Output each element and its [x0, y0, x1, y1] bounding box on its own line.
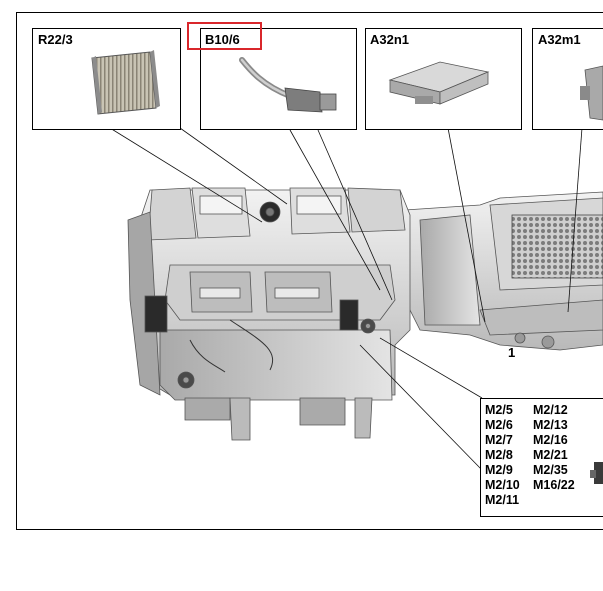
motor-label: M2/10 [485, 478, 520, 492]
component-box-b10-6: B10/6 [200, 28, 357, 130]
control-module-icon [388, 61, 490, 105]
component-box-r22-3: R22/3 [32, 28, 181, 130]
motor-label: M2/6 [485, 418, 513, 432]
air-filter-grille [511, 214, 603, 279]
component-label-b10-6: B10/6 [205, 32, 240, 47]
component-label-a32n1: A32n1 [370, 32, 409, 47]
motor-label: M2/35 [533, 463, 568, 477]
motor-list-box: M2/5 M2/6 M2/7 M2/8 M2/9 M2/10 M2/11 M2/… [480, 398, 603, 517]
callout-1: 1 [508, 345, 515, 360]
motor-list-col2: M2/12 M2/13 M2/16 M2/21 M2/35 M16/22 [533, 403, 575, 492]
motor-label: M2/5 [485, 403, 513, 417]
motor-label: M2/16 [533, 433, 568, 447]
motor-label: M2/12 [533, 403, 568, 417]
motor-label: M2/8 [485, 448, 513, 462]
motor-label: M2/9 [485, 463, 513, 477]
motor-list-col1: M2/5 M2/6 M2/7 M2/8 M2/9 M2/10 M2/11 [485, 403, 520, 507]
motor-label: M2/7 [485, 433, 513, 447]
motor-label: M16/22 [533, 478, 575, 492]
heater-element-icon [91, 50, 160, 115]
hvac-unit [127, 187, 603, 441]
component-label-a32m1: A32m1 [538, 32, 581, 47]
actuator-motor-icon [590, 462, 603, 484]
leader-lines [109, 127, 583, 471]
component-label-r22-3: R22/3 [38, 32, 73, 47]
motor-label: M2/11 [485, 493, 519, 507]
motor-label: M2/13 [533, 418, 568, 432]
highlight-box-b10-6 [187, 22, 262, 50]
motor-label: M2/21 [533, 448, 568, 462]
component-box-a32n1: A32n1 [365, 28, 522, 130]
blower-motor-icon [580, 65, 603, 121]
temperature-sensor-icon [239, 57, 337, 113]
component-box-a32m1: A32m1 [532, 28, 603, 130]
